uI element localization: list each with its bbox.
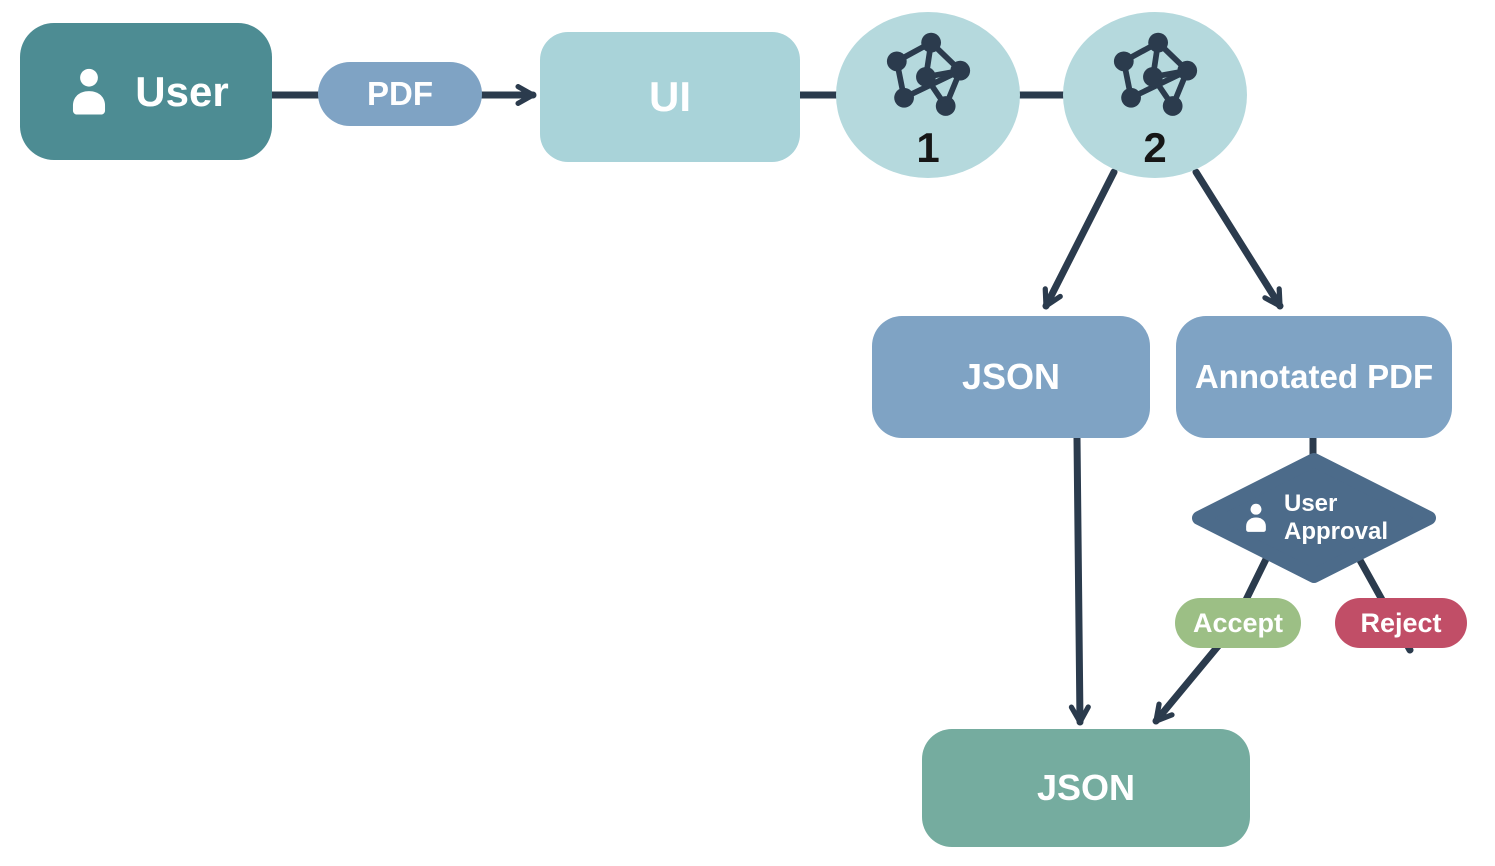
connector-json-jsonfinal xyxy=(1068,434,1091,726)
pdf-label: PDF xyxy=(367,75,433,112)
connector-model2-annotatedpdf xyxy=(1192,168,1284,310)
person-icon xyxy=(1246,503,1266,532)
json-final-label: JSON xyxy=(1036,767,1136,808)
json-final-node: JSON xyxy=(922,729,1250,847)
json-intermediate-node: JSON xyxy=(872,316,1150,438)
annotated-pdf-node: Annotated PDF xyxy=(1176,316,1452,438)
accept-label: Accept xyxy=(1192,607,1284,638)
person-icon xyxy=(73,68,106,115)
approval-content: User Approval xyxy=(1185,446,1443,590)
approval-label-line1: User xyxy=(1283,490,1338,518)
user-label: User xyxy=(135,67,229,115)
diamond-shape xyxy=(1192,453,1436,583)
accept-node: Accept xyxy=(1175,598,1301,648)
neural-network-icon xyxy=(1113,32,1198,116)
model-node-1: 1 xyxy=(836,12,1020,178)
connector-accept-jsonfinal xyxy=(1152,641,1223,725)
user-approval-decision: User Approval xyxy=(1185,446,1443,590)
approval-label-line2: Approval xyxy=(1283,518,1388,545)
reject-node: Reject xyxy=(1335,598,1467,648)
model-node-2: 2 xyxy=(1063,12,1247,178)
user-node: User xyxy=(20,23,272,160)
reject-label: Reject xyxy=(1360,607,1442,638)
model-2-number: 2 xyxy=(1143,124,1167,171)
pdf-node: PDF xyxy=(318,62,482,126)
connector-model2-json xyxy=(1042,168,1118,310)
model-1-number: 1 xyxy=(916,124,940,171)
ui-node: UI xyxy=(540,32,800,162)
json-intermediate-label: JSON xyxy=(961,356,1061,397)
ui-label: UI xyxy=(649,73,691,120)
annotated-pdf-label: Annotated PDF xyxy=(1194,358,1434,395)
neural-network-icon xyxy=(886,32,971,116)
